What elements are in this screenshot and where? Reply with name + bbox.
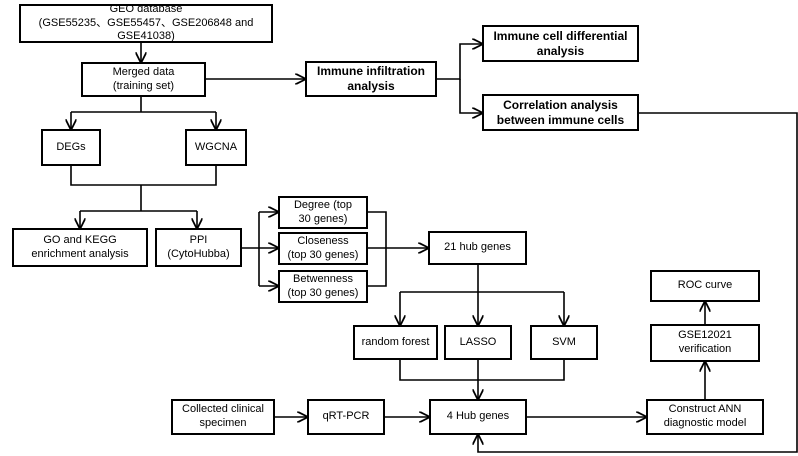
node-random-forest: random forest bbox=[353, 325, 438, 360]
connector-models-merge bbox=[399, 360, 565, 381]
node-correlation-analysis: Correlation analysis between immune cell… bbox=[482, 94, 639, 131]
node-construct-ann: Construct ANN diagnostic model bbox=[646, 399, 764, 435]
arrow-infiltration-to-correlation bbox=[459, 79, 482, 113]
node-degree: Degree (top 30 genes) bbox=[278, 196, 368, 229]
node-degs: DEGs bbox=[41, 129, 101, 166]
connector-criteria-bracket bbox=[368, 211, 387, 287]
node-immune-infiltration: Immune infiltration analysis bbox=[305, 61, 437, 97]
node-immune-cell-differential: Immune cell differential analysis bbox=[482, 25, 639, 62]
node-ppi: PPI (CytoHubba) bbox=[155, 228, 242, 267]
arrow-infiltration-to-diff bbox=[437, 44, 482, 80]
node-merged-data: Merged data (training set) bbox=[81, 62, 206, 97]
arrow-correlation-to-hub4 bbox=[478, 112, 798, 453]
node-clinical-specimen: Collected clinical specimen bbox=[171, 399, 275, 435]
node-qrt-pcr: qRT-PCR bbox=[307, 399, 385, 435]
connector-merge-bar bbox=[70, 166, 217, 186]
node-21-hub-genes: 21 hub genes bbox=[428, 231, 527, 265]
node-wgcna: WGCNA bbox=[185, 129, 247, 166]
node-roc-curve: ROC curve bbox=[650, 270, 760, 302]
node-svm: SVM bbox=[530, 325, 598, 360]
node-gse12021-verification: GSE12021 verification bbox=[650, 324, 760, 362]
node-go-kegg: GO and KEGG enrichment analysis bbox=[12, 228, 148, 267]
node-betweenness: Betwenness (top 30 genes) bbox=[278, 270, 368, 303]
node-closeness: Closeness (top 30 genes) bbox=[278, 232, 368, 265]
node-4-hub-genes: 4 Hub genes bbox=[429, 399, 527, 435]
node-lasso: LASSO bbox=[444, 325, 512, 360]
node-geo-database: GEO database (GSE55235、GSE55457、GSE20684… bbox=[19, 3, 273, 43]
